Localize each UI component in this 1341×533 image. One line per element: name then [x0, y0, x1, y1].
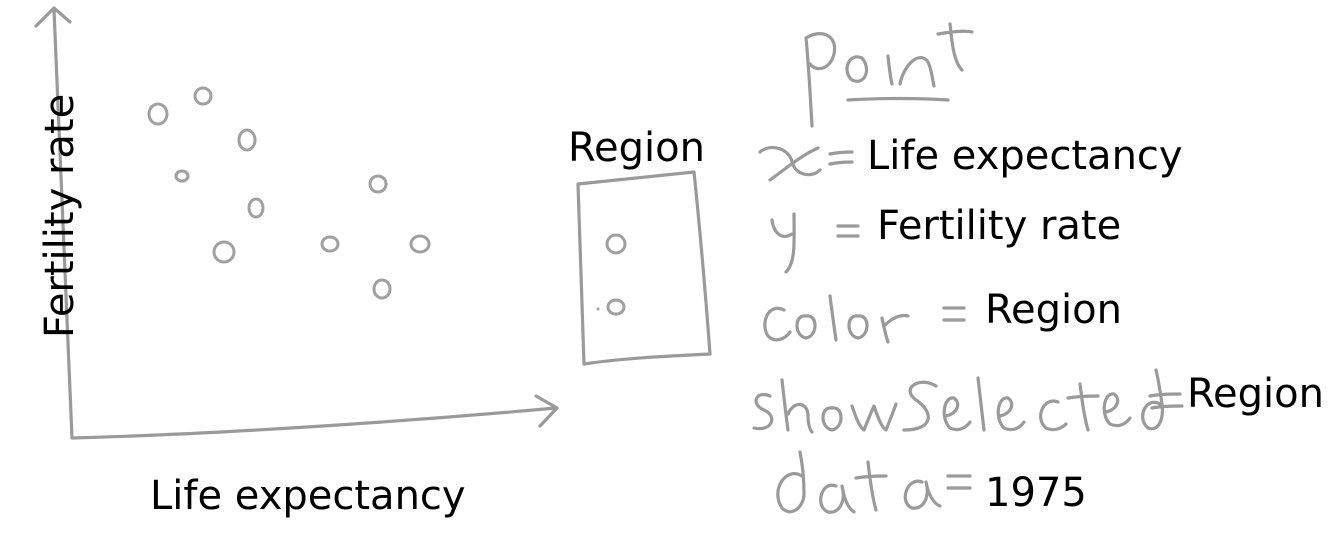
enc-key-x-handwriting: [758, 146, 854, 182]
scatter-point: [247, 197, 265, 219]
enc-key-y-handwriting: [770, 212, 860, 274]
enc-key-data-handwriting: [776, 450, 972, 514]
enc-value-showselected: Region: [1187, 371, 1324, 417]
spec-heading-handwriting: [804, 22, 974, 128]
scatter-point: [372, 278, 392, 300]
scatter-point: [237, 128, 257, 152]
legend-dot: [596, 307, 600, 311]
scatter-point: [409, 234, 431, 254]
legend-symbol: [606, 298, 626, 316]
x-axis-title: Life expectancy: [150, 473, 466, 519]
scatter-point: [212, 240, 236, 264]
scatter-points: [147, 86, 431, 300]
enc-key-showselected-handwriting: [752, 368, 1184, 434]
enc-value-color: Region: [985, 287, 1122, 333]
legend-box: [576, 170, 712, 366]
scatter-point: [320, 235, 340, 253]
x-axis-arrowhead: [534, 394, 559, 428]
y-axis-title: Fertility rate: [37, 93, 83, 338]
scatter-point: [193, 86, 213, 106]
legend-title: Region: [568, 125, 705, 171]
enc-value-y: Fertility rate: [877, 203, 1122, 249]
y-axis-arrowhead: [34, 6, 72, 28]
enc-value-data: 1975: [985, 470, 1087, 516]
scatter-point: [174, 169, 190, 183]
enc-value-x: Life expectancy: [867, 133, 1183, 179]
enc-key-color-handwriting: [763, 294, 966, 344]
y-axis-line: [52, 8, 74, 440]
legend-symbol: [605, 233, 627, 255]
scatter-point: [147, 102, 169, 126]
scatter-point: [368, 174, 388, 194]
x-axis-line: [70, 406, 558, 440]
